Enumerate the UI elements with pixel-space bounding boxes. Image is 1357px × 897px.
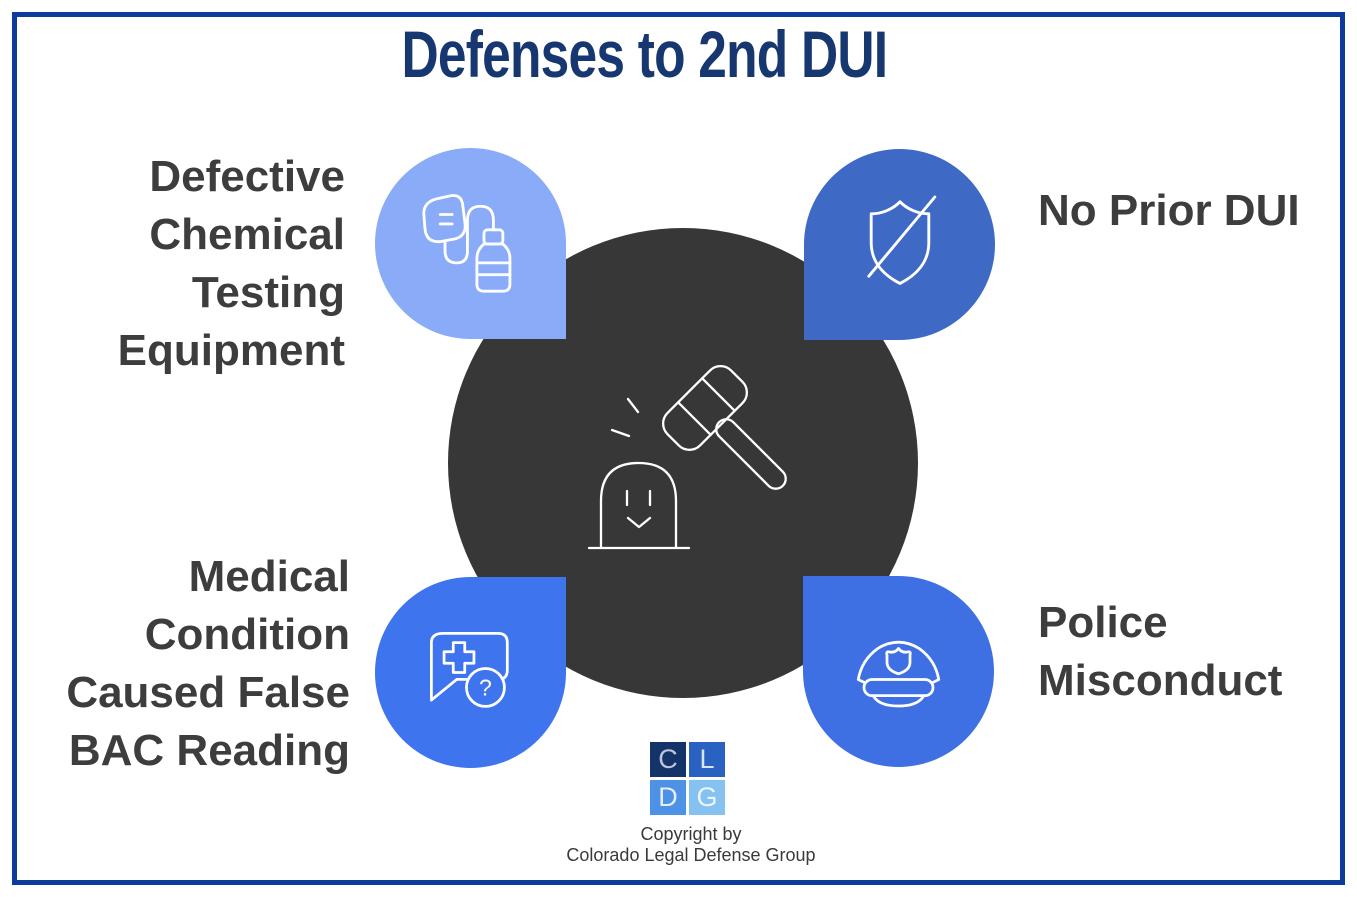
spark-line: [610, 428, 631, 438]
label-line: Misconduct: [1038, 656, 1283, 705]
page-title: Defenses to 2nd DUI: [0, 18, 1288, 91]
label-line: Equipment: [117, 326, 345, 375]
medical-cross-question-icon: ?: [430, 632, 509, 708]
police-cap-icon: [856, 640, 941, 708]
page-title-text: Defenses to 2nd DUI: [401, 17, 888, 91]
defendant-figure: [587, 461, 691, 550]
label-line: Defective: [149, 152, 345, 201]
logo-square-g: G: [689, 780, 725, 815]
label-line: Caused False: [66, 668, 350, 717]
bubble-police-misconduct: [803, 576, 994, 767]
label-line: Medical: [188, 552, 350, 601]
label-line: Police: [1038, 598, 1168, 647]
border-frame: [12, 12, 1345, 885]
label-line: Testing: [191, 268, 345, 317]
shield-off-icon: [866, 195, 936, 285]
copyright-text: Copyright by Colorado Legal Defense Grou…: [391, 824, 991, 866]
label-medical-condition: Medical Condition Caused False BAC Readi…: [66, 548, 350, 780]
bubble-defective-equipment: [375, 148, 566, 339]
breathalyzer-icon: [421, 193, 511, 293]
label-line: No Prior DUI: [1038, 186, 1300, 235]
logo-letter: D: [658, 782, 678, 812]
bubble-no-prior-dui: [804, 149, 995, 340]
label-defective-equipment: Defective Chemical Testing Equipment: [118, 148, 345, 380]
label-line: Condition: [144, 610, 350, 659]
logo-square-l: L: [689, 742, 725, 777]
copyright-line-1: Copyright by: [640, 824, 742, 844]
logo-square-d: D: [650, 780, 686, 815]
logo-square-c: C: [650, 742, 686, 777]
question-mark: ?: [479, 675, 492, 701]
copyright-line-2: Colorado Legal Defense Group: [566, 845, 816, 865]
logo-letter: C: [658, 744, 678, 774]
cldg-logo: C L D G: [650, 742, 725, 815]
gavel-and-defendant-icon: [587, 364, 787, 550]
spark-line: [626, 397, 640, 414]
logo-letter: L: [699, 744, 715, 774]
label-line: BAC Reading: [68, 726, 350, 775]
gavel: [661, 364, 787, 490]
bubble-medical-condition: ?: [375, 577, 566, 768]
label-police-misconduct: Police Misconduct: [1038, 594, 1282, 710]
label-line: Chemical: [149, 210, 345, 259]
label-no-prior-dui: No Prior DUI: [1038, 182, 1300, 240]
logo-letter: G: [696, 782, 718, 812]
